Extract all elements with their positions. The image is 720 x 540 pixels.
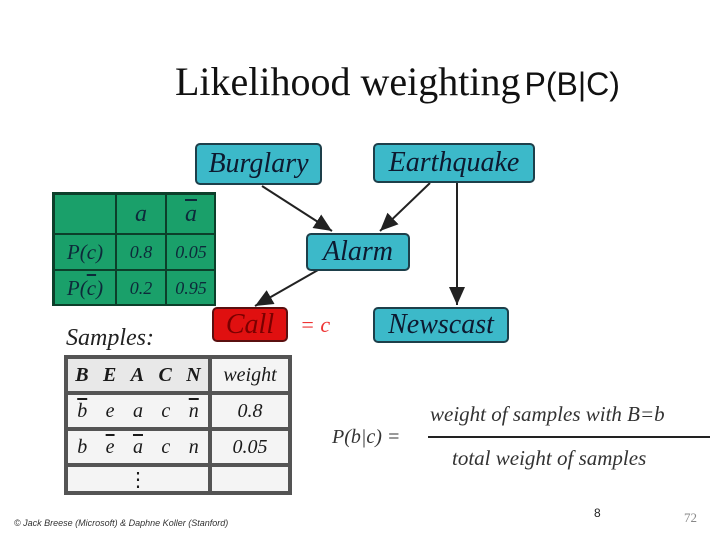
cpt-value: 0.2 xyxy=(116,270,166,306)
arrow-alarm-call xyxy=(254,269,319,307)
cpt-row-label-pnotc-text: P(c) xyxy=(66,275,104,300)
formula-lhs: P(b|c) = xyxy=(332,426,401,448)
node-burglary: Burglary xyxy=(195,143,322,185)
sample-row-2-vars: b e a c n xyxy=(68,431,208,463)
node-alarm: Alarm xyxy=(306,233,410,271)
arrow-burglary-alarm xyxy=(261,185,333,232)
sample-row-1-weight: 0.8 xyxy=(212,395,288,427)
samples-ellipsis-weight xyxy=(212,467,288,491)
cpt-value: 0.8 xyxy=(116,234,166,270)
cpt-col-header-a: a xyxy=(116,194,166,234)
cpt-col-header-not-a: a xyxy=(166,194,216,234)
call-evidence-label: = c xyxy=(300,312,331,337)
cpt-row-label-pc: P(c) xyxy=(54,234,116,270)
cpt-value: 0.05 xyxy=(166,234,216,270)
title-suffix: P(B|C) xyxy=(524,66,620,102)
formula-fraction-line xyxy=(428,436,710,438)
slide-title: Likelihood weighting P(B|C) xyxy=(175,58,715,108)
page-number: 8 xyxy=(594,506,601,520)
footer-credit: © Jack Breese (Microsoft) & Daphne Kolle… xyxy=(14,518,229,528)
samples-header-vars: B E A C N xyxy=(68,359,208,391)
cpt-value: 0.95 xyxy=(166,270,216,306)
cpt-row-label-pnotc: P(c) xyxy=(54,270,116,306)
node-call: Call xyxy=(212,307,288,342)
sample-row-1-vars: b e a c n xyxy=(68,395,208,427)
samples-ellipsis-row: ⋮ xyxy=(68,467,208,491)
sample-row-2-weight: 0.05 xyxy=(212,431,288,463)
samples-label: Samples: xyxy=(66,325,154,351)
cpt-corner xyxy=(54,194,116,234)
node-newscast: Newscast xyxy=(373,307,509,343)
title-main: Likelihood weighting xyxy=(175,59,521,104)
slide-number: 72 xyxy=(684,510,697,525)
call-cpt-table: a a P(c) 0.8 0.05 P(c) 0.2 0.95 xyxy=(52,192,216,306)
node-earthquake: Earthquake xyxy=(373,143,535,183)
formula-numerator: weight of samples with B=b xyxy=(430,402,665,426)
arrow-earthquake-alarm xyxy=(379,182,431,232)
formula-denominator: total weight of samples xyxy=(452,446,647,470)
samples-table: B E A C N weight b e a c n 0.8 b e a c n… xyxy=(64,355,292,495)
samples-header-weight: weight xyxy=(212,359,288,391)
